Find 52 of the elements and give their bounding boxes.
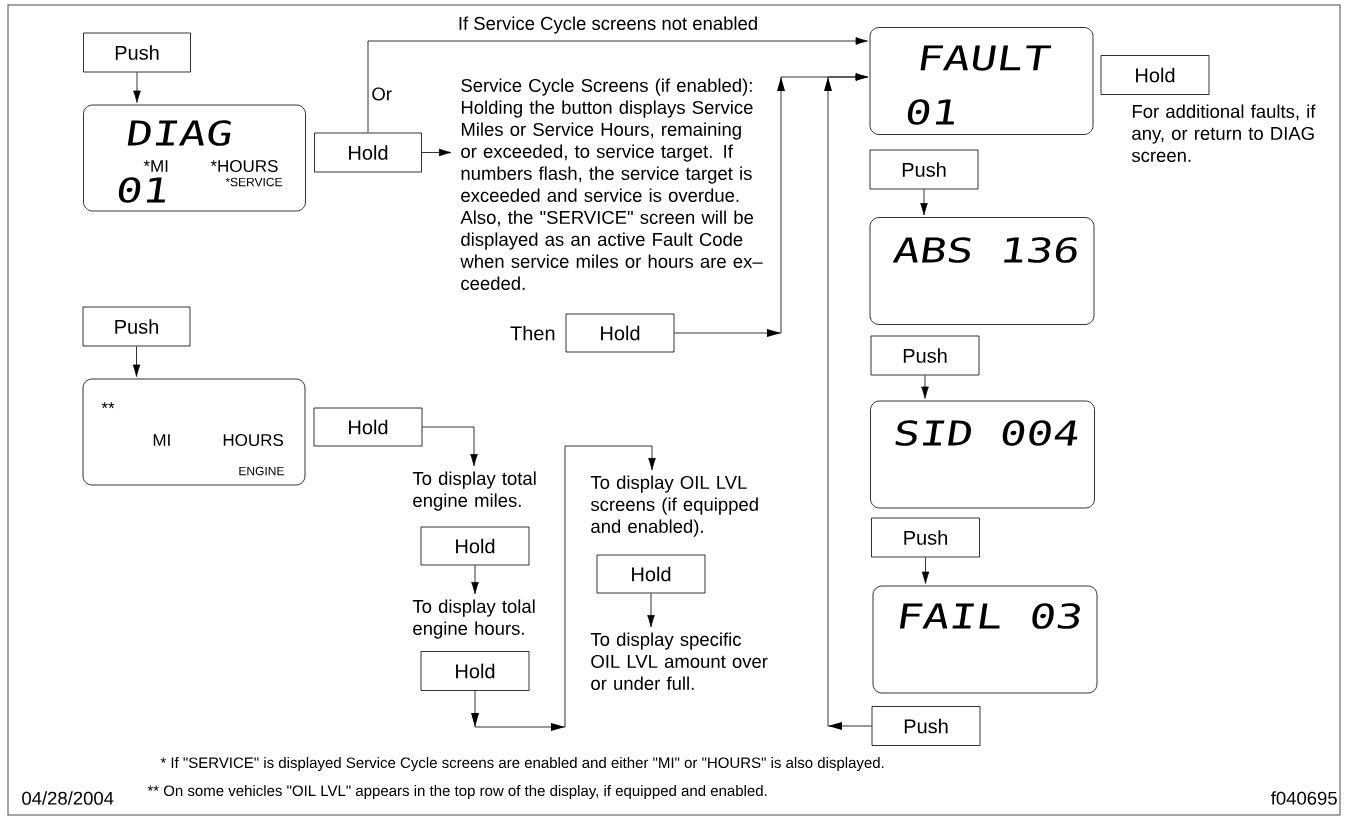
arrow	[471, 445, 656, 731]
arrow	[422, 426, 478, 467]
instruction-text: To display tolal engine hours.	[412, 599, 535, 639]
branch-label: Or	[372, 87, 392, 101]
display-readout: *MI	[143, 160, 168, 172]
arrow	[921, 557, 930, 584]
display-readout: HOURS	[223, 434, 283, 447]
arrow	[920, 189, 928, 216]
display-readout: DIAG	[127, 120, 231, 146]
display-readout: SID 004	[895, 420, 1078, 446]
instruction-text: To display total engine miles.	[412, 471, 536, 511]
arrow	[133, 72, 141, 103]
note-text: For additional faults, if any, or return to DIAG screen.	[1131, 104, 1316, 162]
figure-number: f040695	[1271, 791, 1337, 805]
button-box: Hold	[313, 407, 423, 447]
display-readout: *SERVICE	[225, 177, 282, 187]
button-box: Push	[870, 335, 980, 376]
arrow	[132, 346, 141, 377]
button-box: Hold	[420, 526, 530, 566]
arrow	[921, 375, 929, 399]
display-readout: FAIL 03	[899, 603, 1080, 629]
button-box: Push	[83, 32, 191, 73]
button-box: Push	[871, 517, 980, 558]
footnote-text: * If "SERVICE" is displayed Service Cycle screens are enabled and either "MI" or "HOURS" is also displayed.	[160, 757, 884, 771]
display-readout: 01	[118, 177, 166, 203]
button-box: Hold	[596, 554, 706, 594]
note-text: Then	[510, 325, 555, 341]
display-readout: 01	[907, 99, 955, 125]
button-box: Push	[871, 706, 981, 746]
arrow	[647, 593, 655, 628]
button-box: Hold	[420, 651, 530, 691]
button-box: Push	[869, 149, 979, 190]
button-box: Hold	[565, 313, 675, 353]
instruction-text: To display OIL LVL screens (if equipped and enabled).	[590, 475, 758, 537]
arrow	[421, 148, 452, 157]
display-readout: ENGINE	[239, 466, 284, 476]
display-readout: MI	[153, 434, 170, 446]
footnote-text: ** On some vehicles "OIL LVL" appears in the top row of the display, if equipped and enabled.	[147, 785, 767, 799]
display-readout: FAULT	[920, 45, 1052, 71]
instruction-text: Service Cycle Screens (if enabled): Holding the button displays Service Miles or Service Hours, remaining or exceeded, to service target. If numbers flash, the service target is exceeded and service is overdue. Also, the "SERVICE" screen will be displayed as an active Fault Code when service miles or hours are ex– ceeded.	[460, 78, 763, 290]
button-box: Hold	[1100, 55, 1210, 95]
arrow	[471, 565, 479, 595]
arrow	[824, 73, 872, 730]
display-readout: ABS 136	[892, 237, 1077, 263]
display-readout: **	[101, 402, 115, 409]
display-readout: *HOURS	[210, 160, 278, 173]
instruction-text: To display specific OIL LVL amount over or under full.	[590, 632, 768, 690]
date-text: 04/28/2004	[22, 791, 114, 805]
arrow	[367, 37, 868, 133]
button-box: Push	[82, 306, 191, 347]
button-box: Hold	[314, 132, 422, 173]
edge-label: If Service Cycle screens not enabled	[456, 15, 760, 35]
